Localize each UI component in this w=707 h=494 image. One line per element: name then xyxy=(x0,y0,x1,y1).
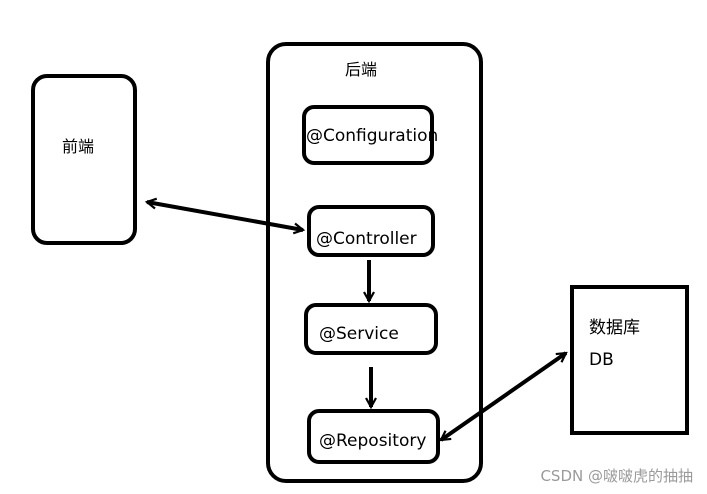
frontend-label: 前端 xyxy=(62,137,94,156)
controller-label: @Controller xyxy=(316,229,417,249)
repository-db-arrow xyxy=(441,351,566,442)
frontend-box xyxy=(31,74,137,245)
repository-label: @Repository xyxy=(319,431,426,451)
database-label: 数据库 xyxy=(589,318,640,338)
repository-box xyxy=(307,409,440,464)
configuration-label: @Configuration xyxy=(306,126,438,146)
watermark: CSDN @啵啵虎的抽抽 xyxy=(540,467,693,485)
backend-label: 后端 xyxy=(345,60,377,79)
database-box xyxy=(570,285,689,435)
service-box xyxy=(304,303,438,355)
configuration-box xyxy=(302,105,434,165)
database-sublabel: DB xyxy=(589,350,614,370)
controller-box xyxy=(307,205,435,257)
frontend-controller-arrow xyxy=(147,202,303,230)
service-label: @Service xyxy=(319,324,399,344)
